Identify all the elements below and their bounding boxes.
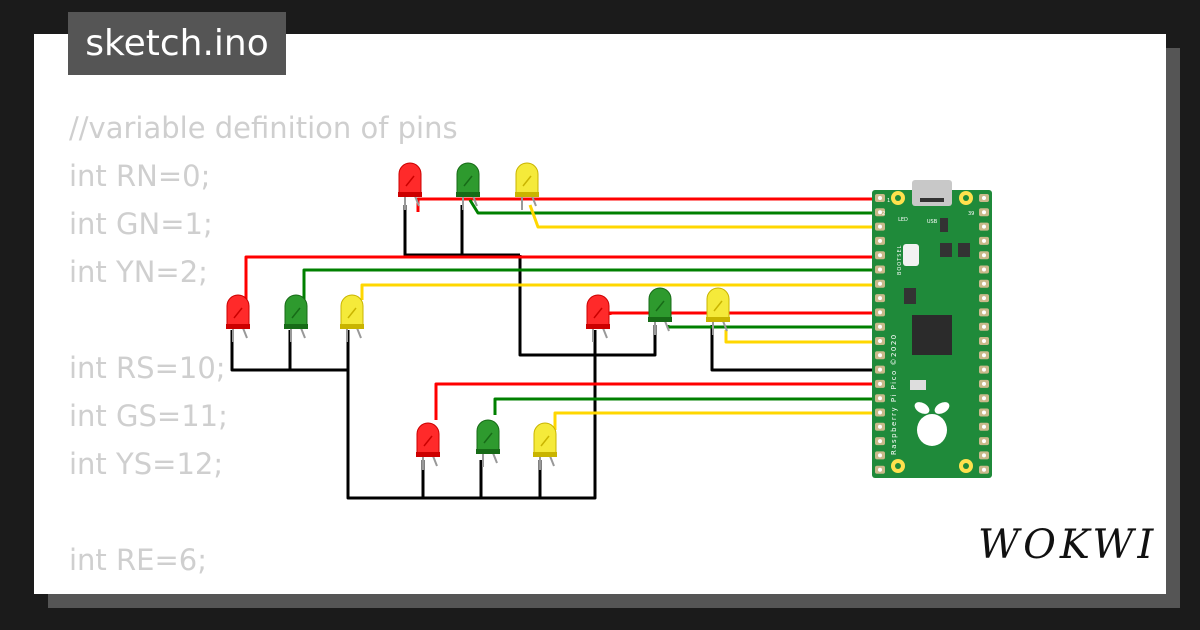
yellow-wire[interactable] [360, 283, 880, 300]
green-wire[interactable] [468, 199, 880, 215]
black-wire[interactable] [230, 325, 880, 500]
file-tab[interactable]: sketch.ino [68, 12, 286, 75]
code-line: int YN=2; [69, 255, 208, 289]
led-yellow[interactable] [533, 422, 557, 470]
led-red[interactable] [398, 162, 422, 210]
pin1-label: 1 [887, 198, 890, 204]
red-wire[interactable] [608, 311, 880, 315]
red-wire[interactable] [244, 255, 880, 300]
green-wire[interactable] [666, 325, 880, 329]
black-wire[interactable] [403, 205, 597, 357]
black-wire[interactable] [421, 460, 542, 498]
code-line: int RE=6; [69, 543, 208, 577]
green-wire[interactable] [302, 268, 880, 300]
led-green[interactable] [284, 294, 308, 342]
led-red[interactable] [226, 294, 250, 342]
code-line: int GS=11; [69, 399, 228, 433]
raspberry-logo-icon [914, 402, 950, 446]
usb-label: USB [927, 219, 938, 225]
wokwi-logo: WOKWI [978, 522, 1158, 568]
red-wire[interactable] [416, 197, 880, 212]
raspberry-pi-pico[interactable]: LED USB 1 2 39 BOOTSEL Raspberry Pi Pico… [872, 180, 992, 478]
code-line: int GN=1; [69, 207, 213, 241]
code-line: //variable definition of pins [69, 111, 458, 145]
pin39-label: 39 [968, 211, 974, 217]
led-green[interactable] [476, 419, 500, 467]
led-red[interactable] [416, 422, 440, 470]
usb-port [912, 180, 952, 206]
code-line: int RN=0; [69, 159, 211, 193]
red-wire[interactable] [434, 382, 880, 420]
yellow-wire[interactable] [528, 204, 882, 240]
led-yellow[interactable] [340, 294, 364, 342]
code-line: int GE=7; [69, 584, 458, 594]
yellow-wire[interactable] [724, 330, 880, 344]
led-green[interactable] [456, 162, 480, 210]
code-editor: //variable definition of pins int RN=0; … [69, 104, 458, 594]
bootsel-label: BOOTSEL [897, 245, 903, 275]
code-line: int RS=10; [69, 351, 226, 385]
board-name-label: Raspberry Pi Pico ©2020 [890, 333, 898, 455]
led-yellow[interactable] [515, 162, 539, 210]
rp2040-chip [912, 315, 952, 355]
code-line: int YS=12; [69, 447, 224, 481]
yellow-wire[interactable] [553, 411, 880, 430]
led-yellow[interactable] [706, 287, 730, 335]
led-label: LED [898, 217, 908, 223]
green-wire[interactable] [493, 397, 880, 415]
bootsel-button [903, 244, 919, 266]
led-red[interactable] [586, 294, 610, 342]
pin2-label: 2 [882, 211, 885, 217]
led-green[interactable] [648, 287, 672, 335]
